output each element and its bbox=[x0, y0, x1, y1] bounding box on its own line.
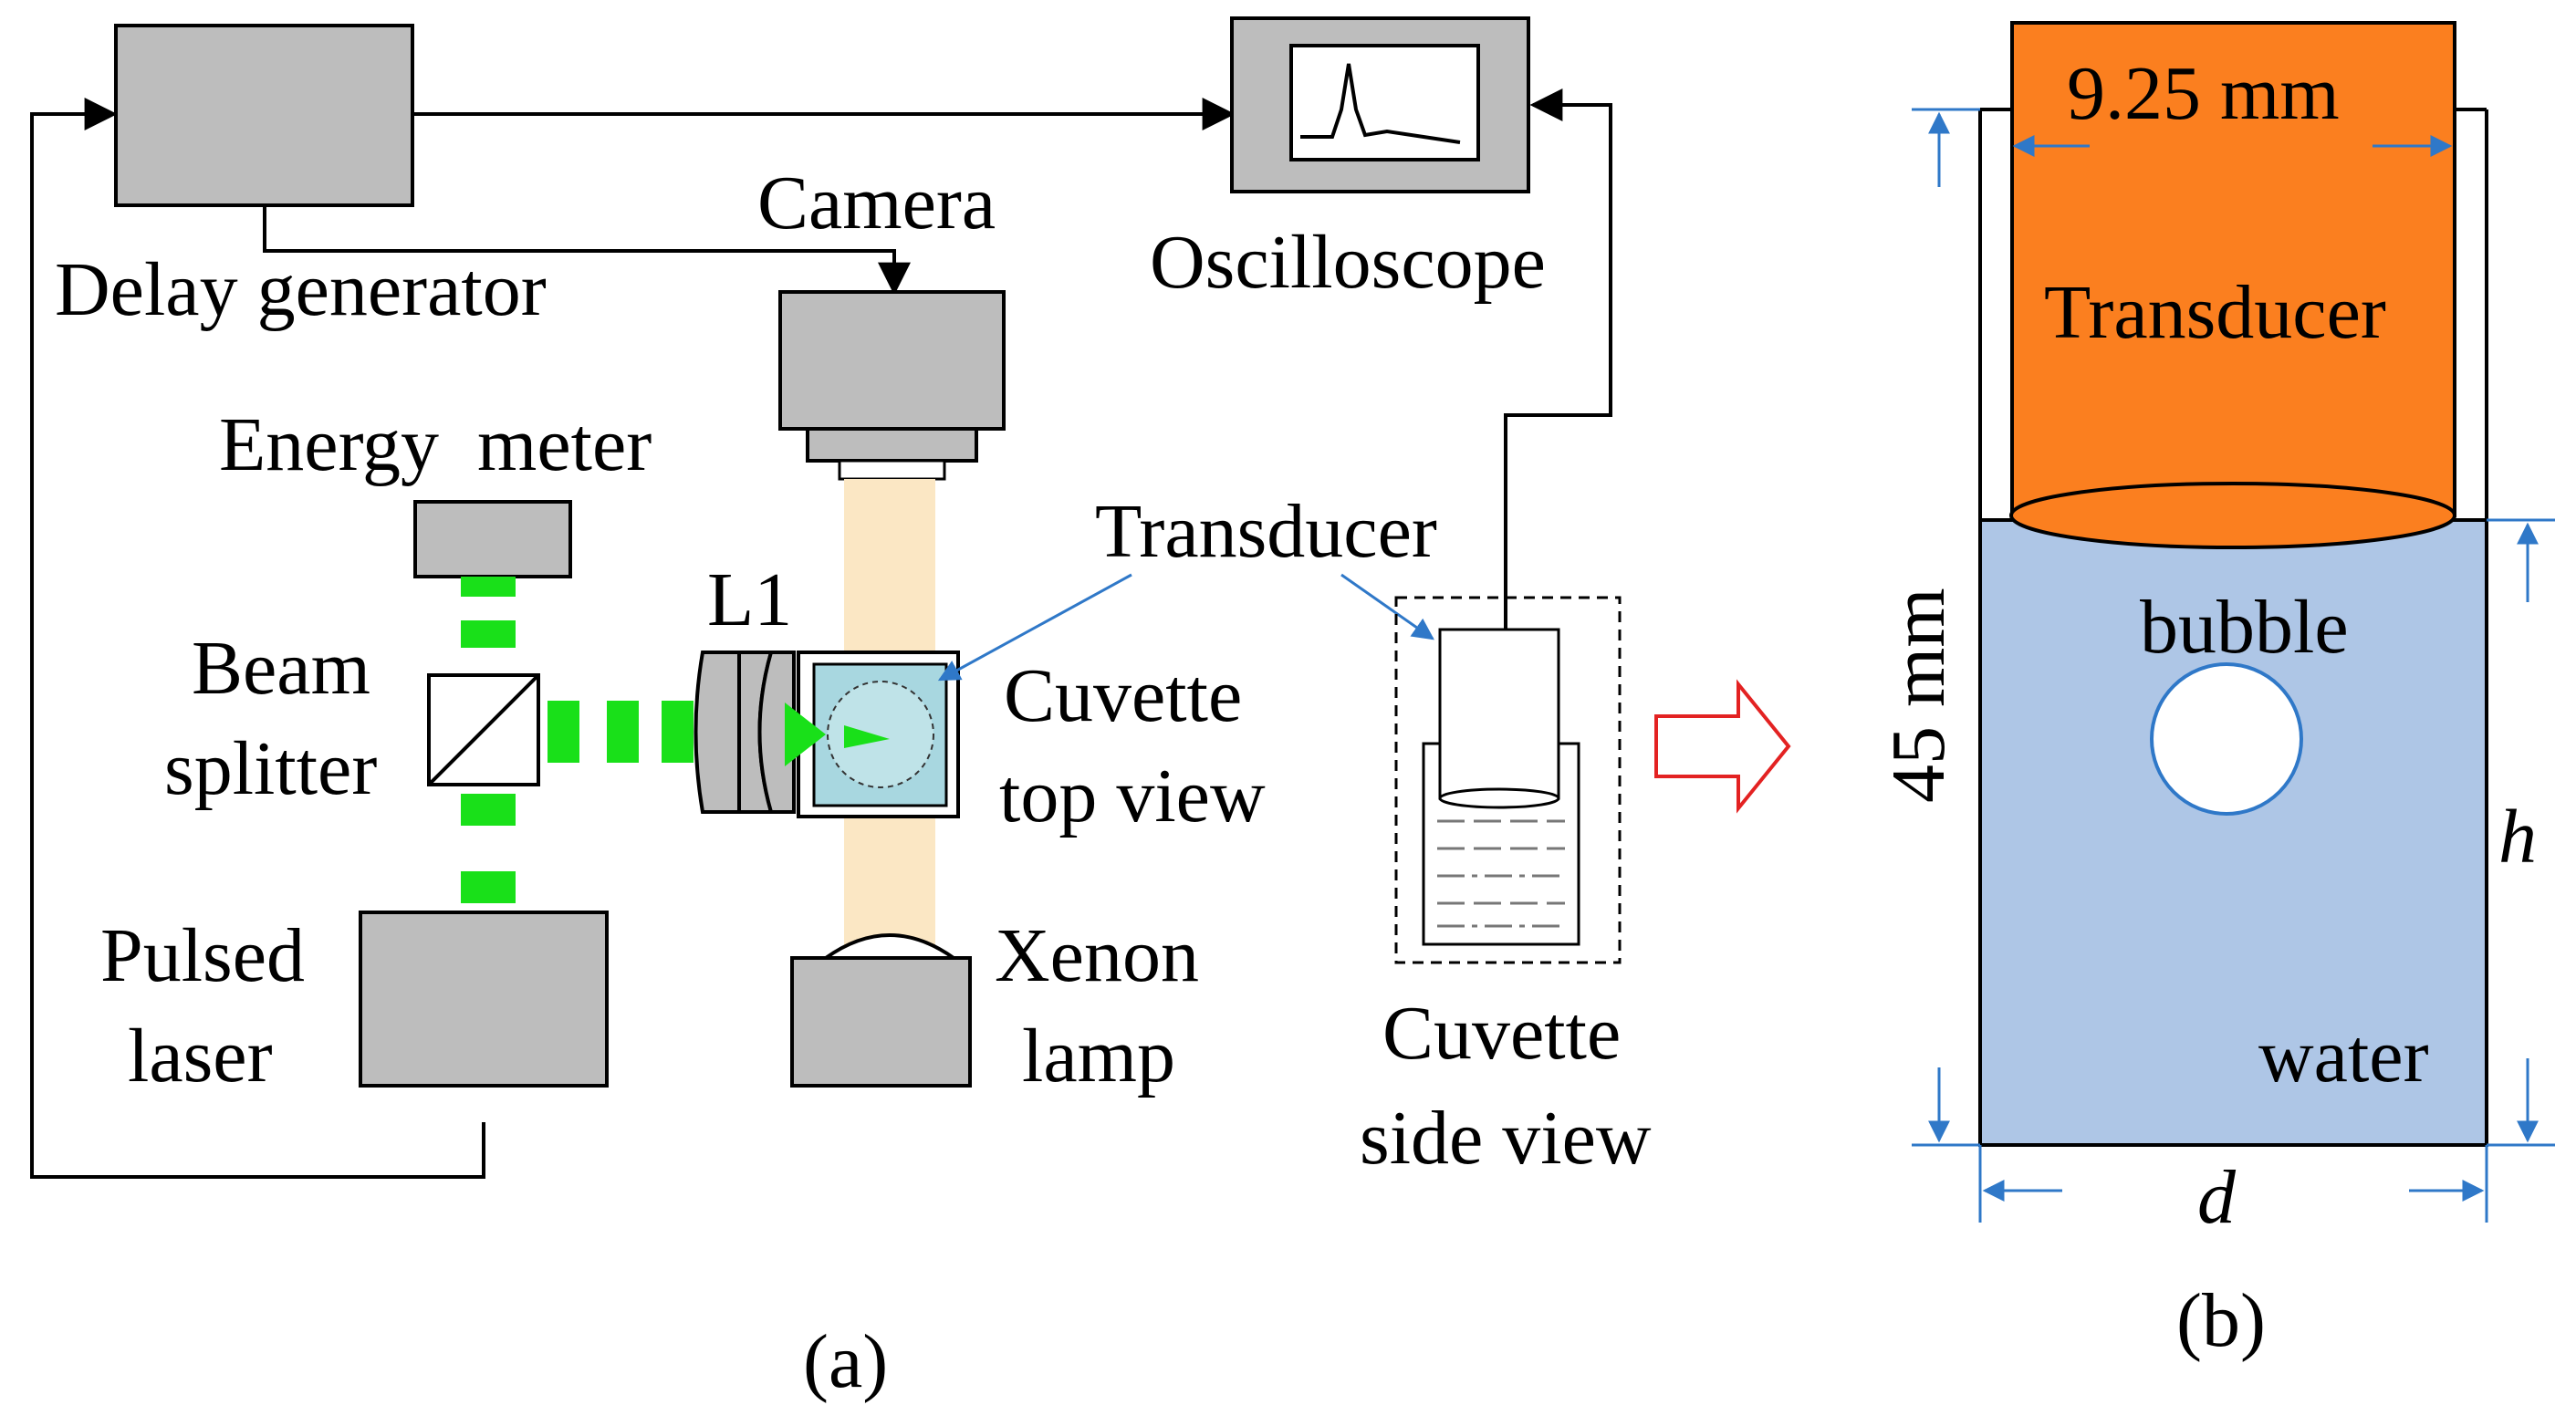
lens-l1 bbox=[694, 651, 796, 814]
beam-splitter bbox=[427, 673, 540, 786]
caption-b: (b) bbox=[2176, 1278, 2266, 1363]
pulsed-laser-label-line2: laser bbox=[128, 1014, 273, 1098]
oscilloscope-label: Oscilloscope bbox=[1150, 220, 1546, 305]
transducer-cylinder bbox=[2009, 21, 2456, 549]
h-label: h bbox=[2498, 795, 2537, 880]
lens-label: L1 bbox=[707, 557, 792, 642]
pulsed-laser-label-line1: Pulsed bbox=[100, 913, 305, 998]
cuvette-top-label-line1: Cuvette bbox=[1004, 653, 1242, 738]
signal-wiring bbox=[30, 88, 1612, 1179]
laser-beam-vertical bbox=[461, 577, 516, 903]
cuvette-side-view bbox=[1394, 596, 1622, 964]
cuvette-walls bbox=[1978, 108, 2488, 520]
d-dimension bbox=[1978, 1145, 2488, 1223]
camera-label: Camera bbox=[757, 161, 996, 245]
cuvette-top-label-line2: top view bbox=[999, 754, 1266, 838]
laser-beam-horizontal bbox=[548, 701, 694, 763]
beam-splitter-label-line1: Beam bbox=[192, 626, 370, 711]
cuvette-side-label-line2: side view bbox=[1360, 1096, 1652, 1181]
diameter-label: 9.25 mm bbox=[2067, 51, 2340, 136]
transducer-pointers bbox=[937, 573, 1434, 682]
oscilloscope-device bbox=[1230, 16, 1530, 193]
transducer-label-b: Transducer bbox=[2044, 270, 2386, 355]
height-dimension bbox=[1912, 108, 1980, 1147]
height-label: 45 mm bbox=[1876, 588, 1961, 803]
pulsed-laser-box bbox=[359, 911, 609, 1088]
red-arrow-icon bbox=[1654, 679, 1791, 814]
cuvette-top-view bbox=[785, 651, 960, 818]
h-dimension bbox=[2487, 518, 2555, 1147]
bubble bbox=[2150, 662, 2303, 816]
energy-meter-box bbox=[413, 500, 572, 578]
xenon-lamp-label-line2: lamp bbox=[1022, 1014, 1175, 1098]
transducer-label-a: Transducer bbox=[1095, 489, 1437, 574]
delay-generator-label: Delay generator bbox=[55, 247, 547, 332]
bubble-label: bubble bbox=[2140, 585, 2349, 670]
xenon-lamp bbox=[790, 933, 972, 1088]
water-region bbox=[1978, 518, 2488, 1147]
caption-a: (a) bbox=[803, 1319, 888, 1404]
energy-meter-label: Energy meter bbox=[219, 402, 652, 487]
camera-device bbox=[778, 290, 1006, 481]
delay-generator-box bbox=[114, 24, 414, 207]
xenon-lamp-label-line1: Xenon bbox=[995, 913, 1199, 998]
cuvette-side-label-line1: Cuvette bbox=[1382, 991, 1621, 1076]
water-label: water bbox=[2258, 1014, 2429, 1098]
beam-splitter-label-line2: splitter bbox=[164, 726, 377, 811]
d-label: d bbox=[2197, 1155, 2237, 1240]
